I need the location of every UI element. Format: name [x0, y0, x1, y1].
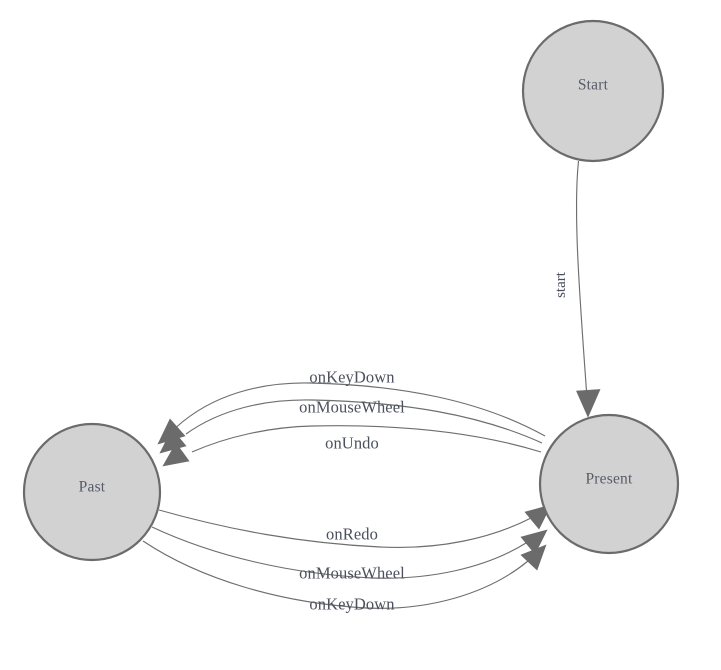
edge-present-to-past-keydown-label: onKeyDown: [309, 368, 394, 387]
edge-past-to-present-mousewheel-label: onMouseWheel: [299, 564, 405, 583]
edge-past-to-present-mousewheel-arrowhead: [520, 529, 548, 555]
edge-past-to-present-keydown-path: [142, 540, 529, 609]
edge-start-to-present-path: [575, 160, 588, 399]
edge-past-to-present-keydown-label: onKeyDown: [309, 595, 394, 614]
edge-present-to-past-mousewheel[interactable]: onMouseWheel: [159, 398, 543, 454]
edge-present-to-past-undo-label: onUndo: [325, 434, 379, 453]
edge-start-to-present-label: start: [553, 271, 569, 298]
node-present-label: Present: [585, 471, 633, 488]
node-past[interactable]: Past: [22, 422, 162, 562]
edge-start-to-present-arrowhead: [576, 389, 601, 418]
edge-past-to-present-mousewheel-path: [151, 526, 527, 579]
edge-past-to-present-keydown-arrowhead: [520, 544, 547, 571]
edge-present-to-past-undo-path: [191, 425, 542, 453]
edge-past-to-present-keydown[interactable]: onKeyDown: [142, 540, 547, 614]
node-start[interactable]: Start: [521, 19, 665, 163]
edge-present-to-past-undo[interactable]: onUndo: [162, 425, 542, 467]
node-past-circle: [22, 422, 162, 562]
node-start-circle: [521, 19, 665, 163]
edge-past-to-present-redo-path: [158, 509, 532, 549]
node-past-label: Past: [79, 479, 106, 496]
edge-past-to-present-redo[interactable]: onRedo: [158, 504, 552, 549]
edge-present-to-past-mousewheel-path: [185, 399, 543, 444]
edge-past-to-present-redo-label: onRedo: [326, 525, 378, 544]
edge-present-to-past-mousewheel-label: onMouseWheel: [299, 398, 405, 417]
edge-start-to-present[interactable]: start: [553, 160, 601, 418]
edge-past-to-present-mousewheel[interactable]: onMouseWheel: [151, 526, 548, 583]
node-present[interactable]: Present: [538, 413, 680, 555]
node-start-label: Start: [578, 77, 609, 94]
edge-present-to-past-keydown-path: [176, 382, 546, 437]
edge-present-to-past-undo-arrowhead: [162, 442, 190, 467]
node-present-circle: [538, 413, 680, 555]
